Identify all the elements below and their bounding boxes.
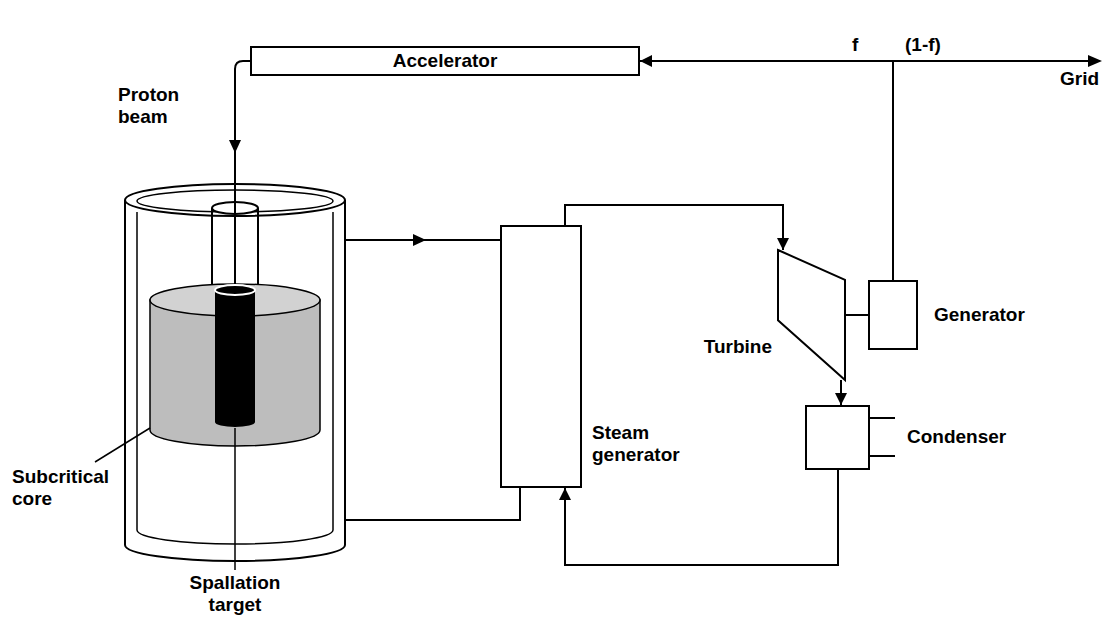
part-label: Subcritical core: [12, 466, 122, 510]
accelerator-box: Accelerator: [250, 46, 640, 76]
spallation-target: [215, 290, 255, 422]
node-label: Steam generator: [592, 422, 692, 466]
node-label: Turbine: [694, 336, 772, 358]
power-fraction: f: [850, 34, 860, 56]
primary-pipe: [345, 488, 520, 520]
turbine-symbol: Turbine: [778, 250, 845, 380]
condenser-box: Condenser: [805, 405, 870, 470]
leader-line: [234, 428, 236, 570]
flow-line: [840, 380, 842, 405]
flow-line: [640, 61, 893, 280]
target-bottom: [215, 417, 255, 427]
node-label: Condenser: [907, 426, 1037, 448]
power-fraction: (1-f): [905, 34, 985, 56]
grid-line: [893, 60, 1092, 62]
steam-generator-box: Steam generator: [500, 225, 582, 488]
turbine-outline: [778, 250, 845, 380]
arrow-head: [1088, 55, 1102, 67]
flow-line: [845, 314, 868, 316]
flow-line: [565, 205, 783, 250]
part-label: Proton beam: [118, 84, 208, 128]
generator-box: Generator: [868, 280, 918, 350]
node-label: Accelerator: [393, 50, 498, 72]
target-top: [215, 285, 255, 295]
node-label: Generator: [934, 304, 1064, 326]
turbine-shape: [778, 250, 845, 380]
grid-label: Grid: [1060, 68, 1114, 90]
leader-line: [95, 428, 150, 462]
proton-beam-line: [235, 61, 250, 284]
arrow-head: [413, 234, 426, 246]
flow-line: [565, 470, 838, 565]
part-label: Spallation target: [165, 572, 305, 616]
arrow-head: [229, 140, 241, 153]
